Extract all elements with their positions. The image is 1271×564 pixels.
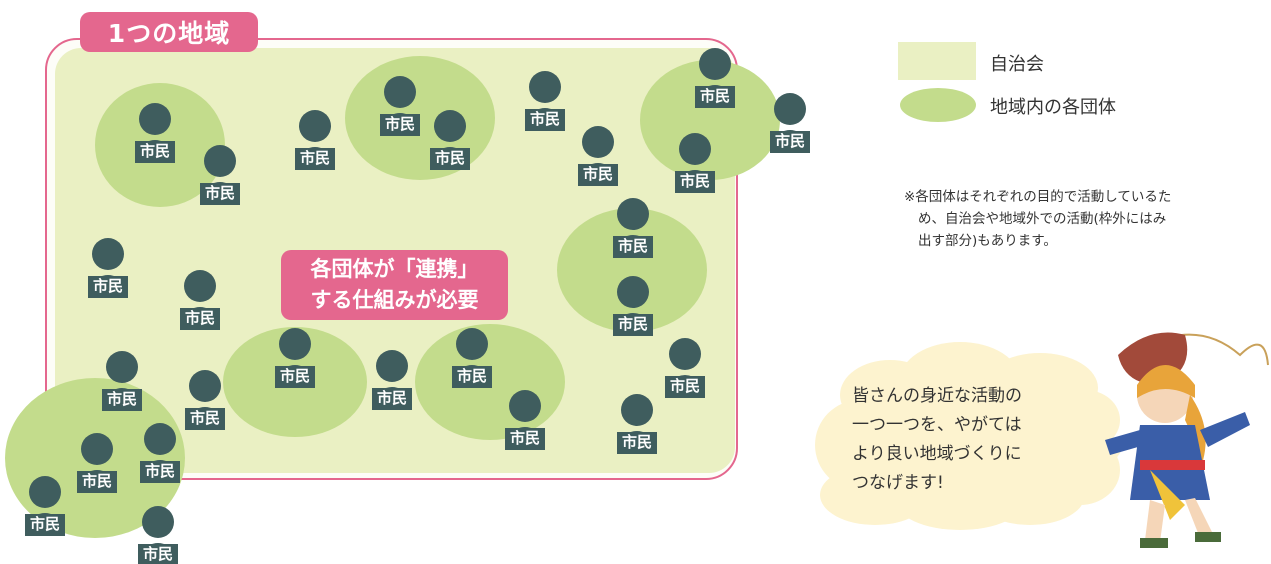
person-label: 市民	[372, 388, 412, 408]
person-label: 市民	[180, 308, 220, 328]
person-label: 市民	[578, 164, 618, 184]
person-label: 市民	[380, 114, 420, 134]
region-title: 1つの地域	[80, 12, 258, 52]
person-label: 市民	[140, 461, 180, 481]
speech-line-3: より良い地域づくりに	[852, 444, 1022, 464]
legend-label-dantai: 地域内の各団体	[990, 97, 1116, 118]
person-label: 市民	[675, 171, 715, 191]
footnote-line-3: 出す部分)もあります。	[918, 233, 1057, 249]
person-label: 市民	[138, 544, 178, 564]
person-label: 市民	[617, 432, 657, 452]
footnote-line-2: め、自治会や地域外での活動(枠外にはみ	[918, 211, 1167, 227]
legend-swatch-dantai	[900, 88, 976, 122]
person-label: 市民	[613, 314, 653, 334]
speech-text: 皆さんの身近な活動の 一つ一つを、やがては より良い地域づくりに つなげます!	[852, 382, 1082, 498]
speech-line-1: 皆さんの身近な活動の	[852, 386, 1022, 406]
center-message-line-1: 各団体が「連携」	[310, 257, 479, 281]
mascot-illustration	[1105, 332, 1269, 548]
legend-swatch-jichikai	[898, 42, 976, 80]
group-ellipse	[640, 60, 780, 180]
center-message: 各団体が「連携」 する仕組みが必要	[281, 250, 508, 320]
person-label: 市民	[77, 471, 117, 491]
person-label: 市民	[505, 428, 545, 448]
footnote: ※各団体はそれぞれの目的で活動しているた め、自治会や地域外での活動(枠外にはみ…	[904, 186, 1271, 252]
person-label: 市民	[770, 131, 810, 151]
person-label: 市民	[200, 183, 240, 203]
person-label: 市民	[135, 141, 175, 161]
speech-line-4: つなげます!	[852, 473, 944, 493]
person-label: 市民	[102, 389, 142, 409]
legend-label-jichikai: 自治会	[990, 54, 1044, 75]
person-label: 市民	[525, 109, 565, 129]
person-label: 市民	[665, 376, 705, 396]
person-label: 市民	[295, 148, 335, 168]
person-label: 市民	[185, 408, 225, 428]
footnote-line-1: ※各団体はそれぞれの目的で活動しているた	[904, 189, 1172, 205]
person-label: 市民	[452, 366, 492, 386]
speech-line-2: 一つ一つを、やがては	[852, 415, 1022, 435]
center-message-line-2: する仕組みが必要	[310, 288, 479, 312]
person-label: 市民	[25, 514, 65, 534]
group-ellipse	[557, 208, 707, 332]
person-label: 市民	[430, 148, 470, 168]
person-label: 市民	[695, 86, 735, 106]
person-label: 市民	[88, 276, 128, 296]
person-label: 市民	[275, 366, 315, 386]
speech-bubble	[815, 342, 1135, 530]
person-label: 市民	[613, 236, 653, 256]
